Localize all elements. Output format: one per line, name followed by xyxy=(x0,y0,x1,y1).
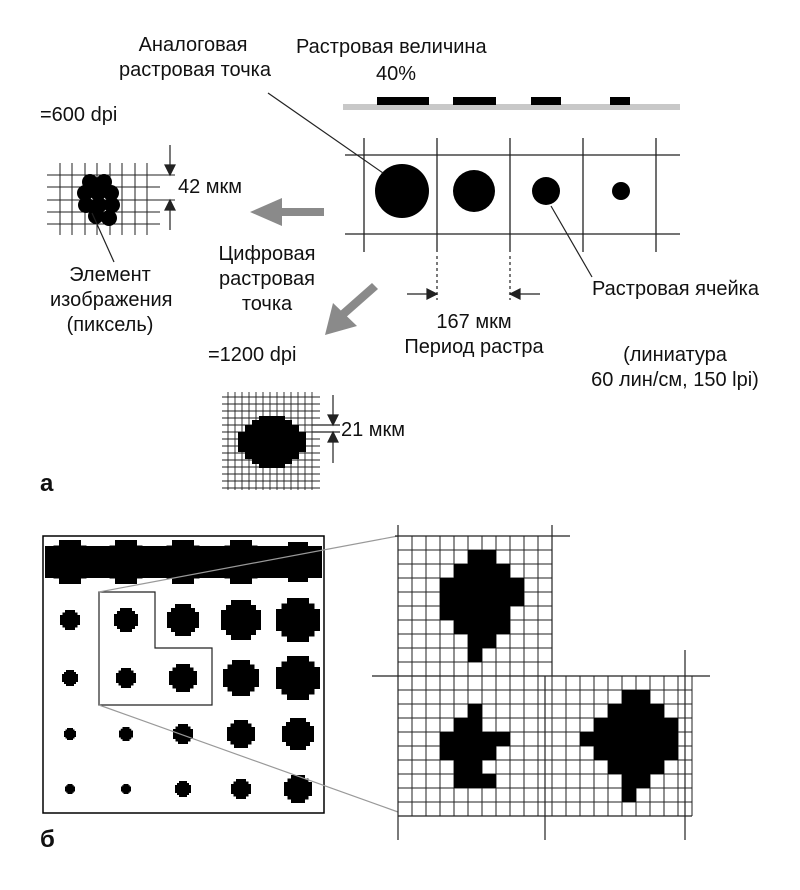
digital-dot-label-line2: растровая xyxy=(218,268,315,290)
panel-b-letter: б xyxy=(40,826,55,853)
panel-a-letter: а xyxy=(40,470,54,497)
digital-dot-600dpi xyxy=(77,174,120,226)
analog-dot-label-line2: растровая точка xyxy=(119,59,271,81)
analog-dot-small xyxy=(532,177,560,205)
analog-screen-grid xyxy=(345,138,680,252)
resolution-600-label: =600 dpi xyxy=(40,104,118,126)
tone-value-label: Растровая величина xyxy=(296,36,487,58)
pixel-size-600-dimension xyxy=(164,145,176,230)
digital-dot-1200dpi xyxy=(238,416,306,468)
resolution-1200-label: =1200 dpi xyxy=(208,344,297,366)
analog-dot-leader-line xyxy=(267,92,384,174)
analog-dot-smallest xyxy=(612,182,630,200)
analog-halftone-dots xyxy=(375,164,630,218)
pixel-size-1200-label: 21 мкм xyxy=(341,419,406,441)
zoomed-pixel-grid xyxy=(372,525,710,840)
digital-dot-label-line3: точка xyxy=(241,293,293,315)
tone-value-percent: 40% xyxy=(376,63,417,85)
tone-value-bar xyxy=(343,97,680,110)
analog-dot-medium xyxy=(453,170,495,212)
screen-period-value: 167 мкм xyxy=(436,311,512,333)
pixel-size-600-label: 42 мкм xyxy=(178,176,243,198)
screen-period-dimension xyxy=(407,256,540,300)
element-label-line1: Элемент xyxy=(69,264,151,286)
arrow-to-600dpi xyxy=(250,198,324,226)
pixel-size-1200-dimension xyxy=(312,395,340,463)
pixel-leader-line xyxy=(91,212,115,263)
analog-dot-label-line1: Аналоговая xyxy=(138,34,248,56)
bitmap-frame xyxy=(42,535,325,814)
screen-cell-label: Растровая ячейка xyxy=(592,278,759,300)
element-label-line2: изображения xyxy=(50,289,173,311)
ruling-line1: (линиатура xyxy=(623,344,727,366)
ruling-line2: 60 лин/см, 150 lpi) xyxy=(591,369,759,391)
zoom-region-outline xyxy=(98,591,213,706)
zoom-connector-lines xyxy=(98,535,399,813)
screen-cell-leader-line xyxy=(550,205,593,278)
digital-dot-label-line1: Цифровая xyxy=(218,243,316,265)
analog-dot-large xyxy=(375,164,429,218)
screen-period-label: Период растра xyxy=(404,336,544,358)
element-label-line3: (пиксель) xyxy=(66,314,154,336)
arrow-to-1200dpi xyxy=(325,283,378,335)
bitmap-halftone-pattern xyxy=(45,540,322,803)
